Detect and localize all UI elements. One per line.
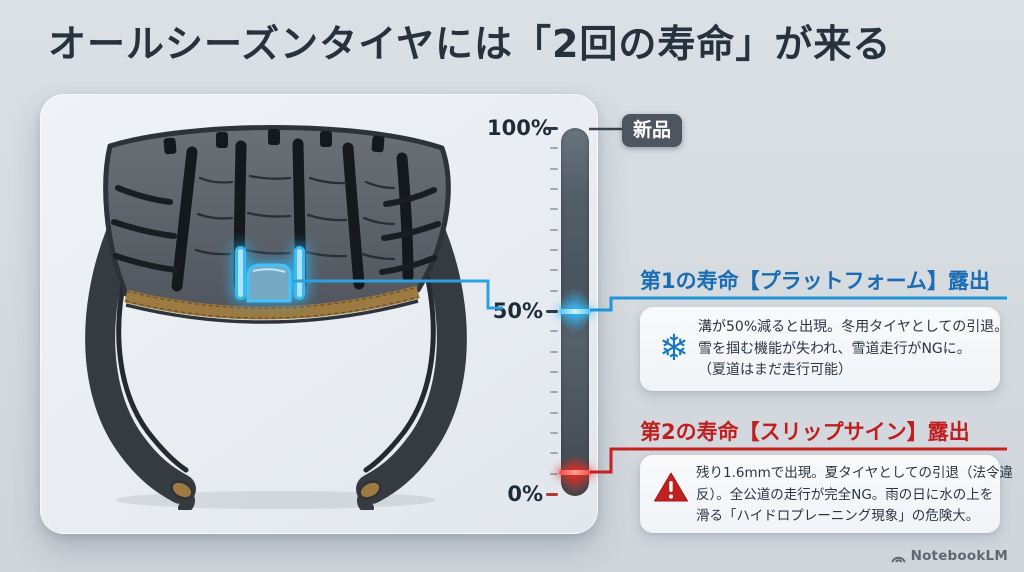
new-tire-badge: 新品 [622, 114, 683, 147]
first-life-heading: 第1の寿命【プラットフォーム】露出 [640, 269, 990, 293]
gauge-tick-minor [550, 167, 558, 170]
watermark-label: NotebookLM [910, 548, 1008, 564]
notebooklm-watermark: NotebookLM [891, 548, 1008, 564]
gauge-tick-label: 100% [487, 116, 552, 140]
text-line: 雪を掴む機能が失われ、雪道走行がNGに。 [698, 340, 971, 357]
text-line: （夏道はまだ走行可能） [698, 362, 852, 378]
text-line: 残り1.6mmで出現。夏タイヤとしての引退（法令違 [696, 465, 1013, 481]
gauge-tick-minor [550, 432, 558, 434]
text-line: 滑る「ハイドロプレーニング現象」の危険大。 [696, 508, 980, 524]
gauge-tick-minor [550, 147, 558, 150]
text-line: 反）。全公道の走行が完全NG。雨の日に水の上を [696, 486, 994, 503]
gauge-tick-minor [550, 228, 558, 231]
first-life-text: 溝が50%減ると出現。冬用タイヤとしての引退。 雪を掴む機能が失われ、雪道走行が… [698, 317, 1008, 382]
gauge-tick-minor [550, 411, 558, 414]
slip-sign-marker-line [559, 469, 591, 475]
text-line: 溝が50%減ると出現。冬用タイヤとしての引退。 [698, 319, 1009, 335]
second-life-card: 残り1.6mmで出現。夏タイヤとしての引退（法令違 反）。全公道の走行が完全NG… [640, 455, 1013, 533]
gauge-tick-major [546, 492, 558, 496]
gauge-tick-minor [550, 350, 558, 353]
slip-sign-marker-glow [553, 446, 597, 505]
tread-depth-gauge [553, 128, 597, 505]
gauge-tick-minor [550, 208, 558, 211]
warning-icon [654, 472, 688, 502]
notebooklm-logo-icon [891, 556, 906, 562]
gauge-tick-minor [550, 188, 558, 190]
snowflake-icon: ❄ [658, 328, 690, 369]
gauge-tick-label: 0% [507, 482, 543, 506]
platform-marker-line [559, 308, 591, 314]
gauge-tick-major [546, 309, 558, 313]
gauge-tick-minor [550, 371, 558, 373]
gauge-tick-minor [550, 391, 558, 394]
page-title: オールシーズンタイヤには「2回の寿命」が来る [48, 22, 892, 66]
first-life-card: ❄ 溝が50%減ると出現。冬用タイヤとしての引退。 雪を掴む機能が失われ、雪道走… [640, 307, 1008, 391]
gauge-tick-minor [550, 269, 558, 272]
gauge-tick-minor [550, 249, 558, 251]
second-life-heading: 第2の寿命【スリップサイン】露出 [640, 420, 970, 444]
gauge-tick-major [546, 126, 558, 130]
second-life-text: 残り1.6mmで出現。夏タイヤとしての引退（法令違 反）。全公道の走行が完全NG… [696, 463, 1013, 528]
gauge-tick-label: 50% [492, 299, 543, 323]
tire-cross-section-illustration [85, 125, 467, 510]
